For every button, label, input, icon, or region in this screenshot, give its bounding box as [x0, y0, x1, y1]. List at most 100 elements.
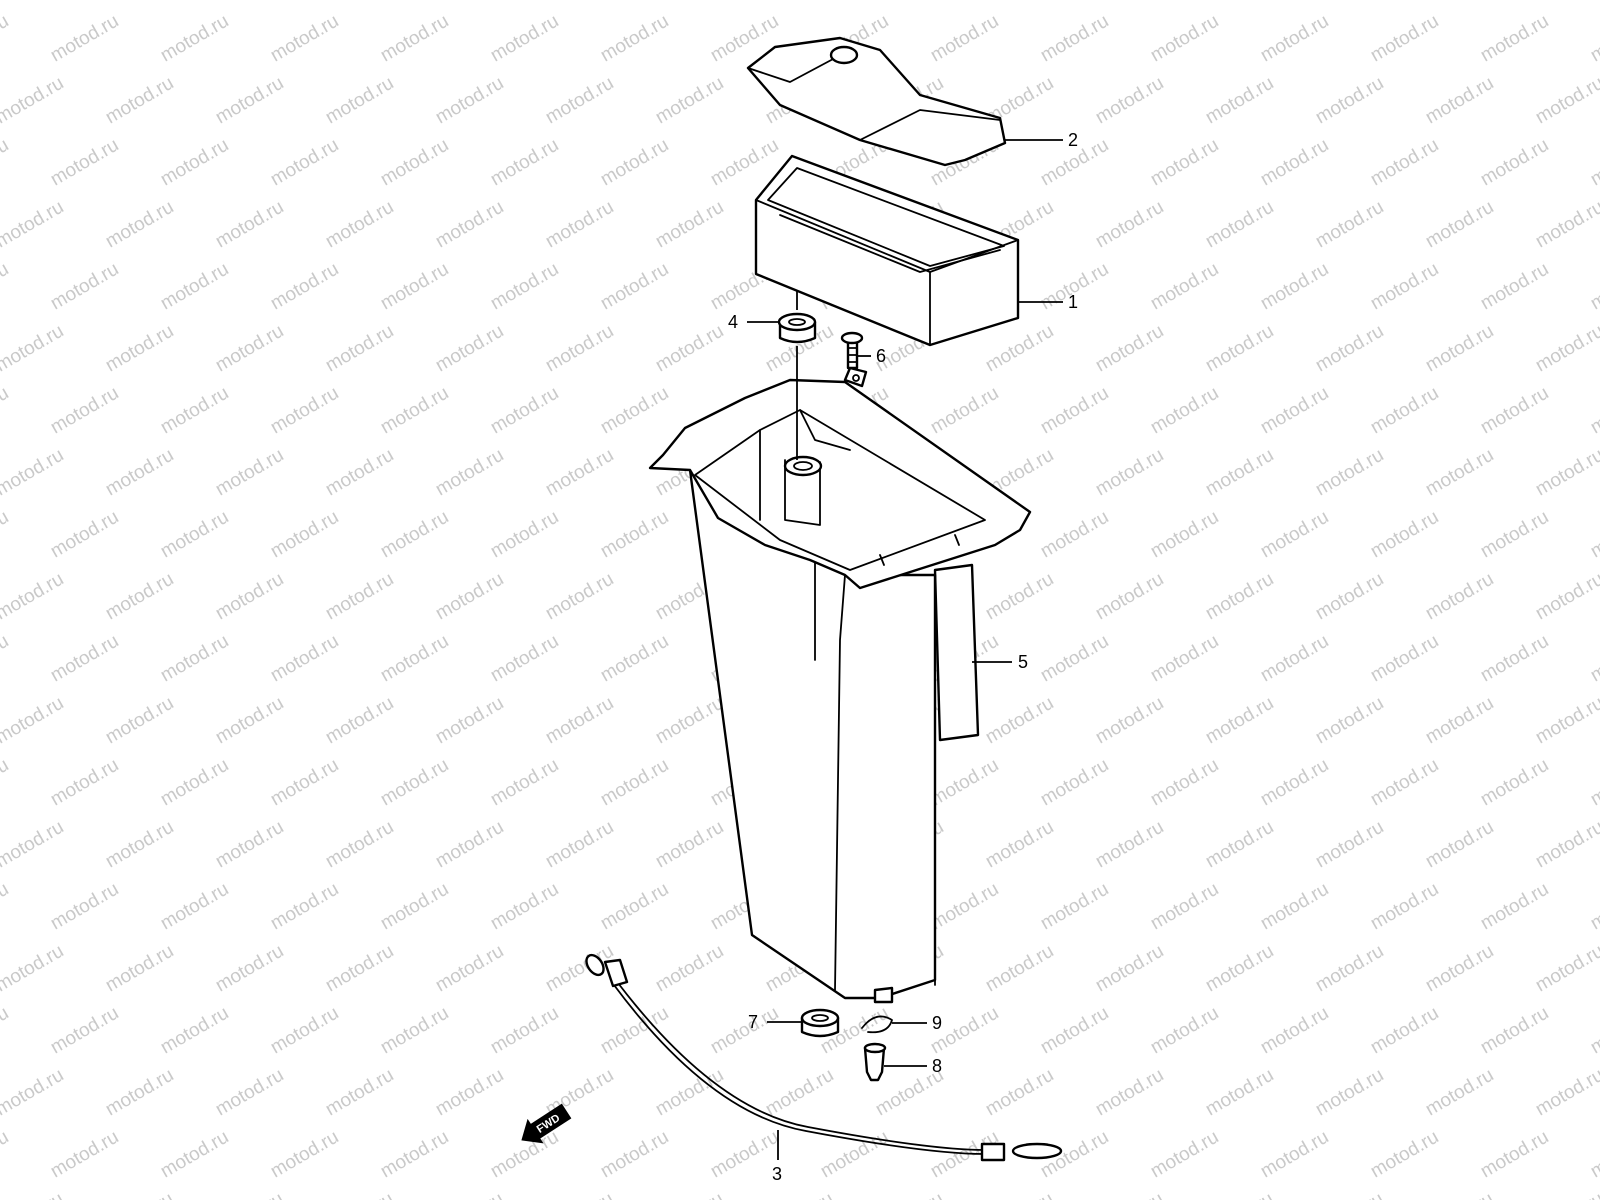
watermark-text: motod.ru — [0, 197, 67, 253]
watermark-text: motod.ru — [0, 507, 12, 563]
watermark-text: motod.ru — [377, 11, 452, 67]
watermark-text: motod.ru — [212, 941, 287, 997]
watermark-text: motod.ru — [0, 11, 12, 67]
watermark-text: motod.ru — [1587, 259, 1600, 315]
watermark-text: motod.ru — [1422, 693, 1497, 749]
watermark-text: motod.ru — [102, 73, 177, 129]
watermark-text: motod.ru — [927, 879, 1002, 935]
watermark-text: motod.ru — [432, 569, 507, 625]
watermark-text: motod.ru — [102, 1065, 177, 1121]
watermark-text: motod.ru — [267, 1127, 342, 1183]
pad-part-2 — [746, 36, 1007, 167]
watermark-text: motod.ru — [1312, 569, 1387, 625]
watermark-text: motod.ru — [597, 631, 672, 687]
watermark-text: motod.ru — [102, 0, 177, 4]
watermark-text: motod.ru — [267, 11, 342, 67]
watermark-text: motod.ru — [212, 1189, 287, 1200]
watermark-text: motod.ru — [322, 0, 397, 4]
watermark-text: motod.ru — [982, 569, 1057, 625]
watermark-text: motod.ru — [47, 755, 122, 811]
watermark-text: motod.ru — [212, 197, 287, 253]
watermark-text: motod.ru — [1367, 259, 1442, 315]
watermark-text: motod.ru — [982, 0, 1057, 4]
watermark-text: motod.ru — [1422, 817, 1497, 873]
watermark-text: motod.ru — [1147, 755, 1222, 811]
watermark-text: motod.ru — [1092, 445, 1167, 501]
watermark-text: motod.ru — [1092, 569, 1167, 625]
watermark-text: motod.ru — [872, 0, 947, 4]
watermark-text: motod.ru — [0, 445, 67, 501]
watermark-text: motod.ru — [982, 1189, 1057, 1200]
watermark-text: motod.ru — [212, 73, 287, 129]
watermark-text: motod.ru — [1257, 135, 1332, 191]
watermark-text: motod.ru — [1477, 1127, 1552, 1183]
watermark-text: motod.ru — [927, 755, 1002, 811]
watermark-text: motod.ru — [1477, 631, 1552, 687]
watermark-text: motod.ru — [487, 383, 562, 439]
watermark-text: motod.ru — [1532, 1189, 1600, 1200]
watermark-text: motod.ru — [542, 321, 617, 377]
callout-labels: 2 1 4 6 5 7 9 8 3 — [728, 130, 1078, 1184]
watermark-text: motod.ru — [102, 941, 177, 997]
watermark-text: motod.ru — [487, 135, 562, 191]
watermark-text: motod.ru — [0, 817, 67, 873]
watermark-text: motod.ru — [1202, 941, 1277, 997]
watermark-text: motod.ru — [652, 1065, 727, 1121]
watermark-text: motod.ru — [47, 507, 122, 563]
watermark-text: motod.ru — [0, 321, 67, 377]
watermark-text: motod.ru — [1312, 817, 1387, 873]
watermark-text: motod.ru — [0, 631, 12, 687]
watermark-text: motod.ru — [1532, 693, 1600, 749]
watermark-text: motod.ru — [157, 383, 232, 439]
watermark-text: motod.ru — [1532, 817, 1600, 873]
watermark-text: motod.ru — [1367, 1127, 1442, 1183]
watermark-text: motod.ru — [1532, 941, 1600, 997]
watermark-text: motod.ru — [1532, 0, 1600, 4]
watermark-text: motod.ru — [707, 1003, 782, 1059]
watermark-text: motod.ru — [487, 755, 562, 811]
watermark-text: motod.ru — [1477, 135, 1552, 191]
watermark-text: motod.ru — [927, 11, 1002, 67]
watermark-text: motod.ru — [102, 693, 177, 749]
watermark-text: motod.ru — [0, 879, 12, 935]
watermark-text: motod.ru — [1477, 11, 1552, 67]
watermark-text: motod.ru — [1257, 259, 1332, 315]
fitting-part-8 — [863, 1042, 887, 1082]
battery-case-part-5 — [648, 366, 1032, 1004]
watermark-text: motod.ru — [0, 1065, 67, 1121]
watermark-text: motod.ru — [982, 321, 1057, 377]
watermark-text: motod.ru — [597, 383, 672, 439]
watermark-text: motod.ru — [1422, 445, 1497, 501]
watermark-text: motod.ru — [1147, 259, 1222, 315]
watermark-text: motod.ru — [1422, 1189, 1497, 1200]
watermark-text: motod.ru — [1587, 507, 1600, 563]
watermark-text: motod.ru — [1092, 73, 1167, 129]
watermark-text: motod.ru — [1037, 11, 1112, 67]
watermark-text: motod.ru — [102, 321, 177, 377]
watermark-text: motod.ru — [1367, 755, 1442, 811]
watermark-text: motod.ru — [47, 259, 122, 315]
watermark-text: motod.ru — [1037, 507, 1112, 563]
watermark-text: motod.ru — [322, 321, 397, 377]
watermark-text: motod.ru — [377, 507, 452, 563]
watermark-text: motod.ru — [1257, 507, 1332, 563]
callout-1: 1 — [1068, 292, 1078, 312]
watermark-text: motod.ru — [267, 259, 342, 315]
watermark-text: motod.ru — [1587, 135, 1600, 191]
watermark-text: motod.ru — [1037, 1003, 1112, 1059]
watermark-text: motod.ru — [432, 197, 507, 253]
watermark-text: motod.ru — [322, 941, 397, 997]
watermark-text: motod.ru — [1367, 383, 1442, 439]
watermark-text: motod.ru — [1532, 569, 1600, 625]
watermark-text: motod.ru — [1202, 321, 1277, 377]
watermark-text: motod.ru — [47, 1127, 122, 1183]
watermark-text: motod.ru — [1257, 631, 1332, 687]
watermark-text: motod.ru — [1477, 259, 1552, 315]
watermark-text: motod.ru — [652, 321, 727, 377]
watermark-text: motod.ru — [1312, 941, 1387, 997]
watermark-text: motod.ru — [322, 73, 397, 129]
watermark-text: motod.ru — [267, 879, 342, 935]
watermark-text: motod.ru — [597, 1127, 672, 1183]
watermark-text: motod.ru — [0, 135, 12, 191]
watermark-text: motod.ru — [212, 0, 287, 4]
